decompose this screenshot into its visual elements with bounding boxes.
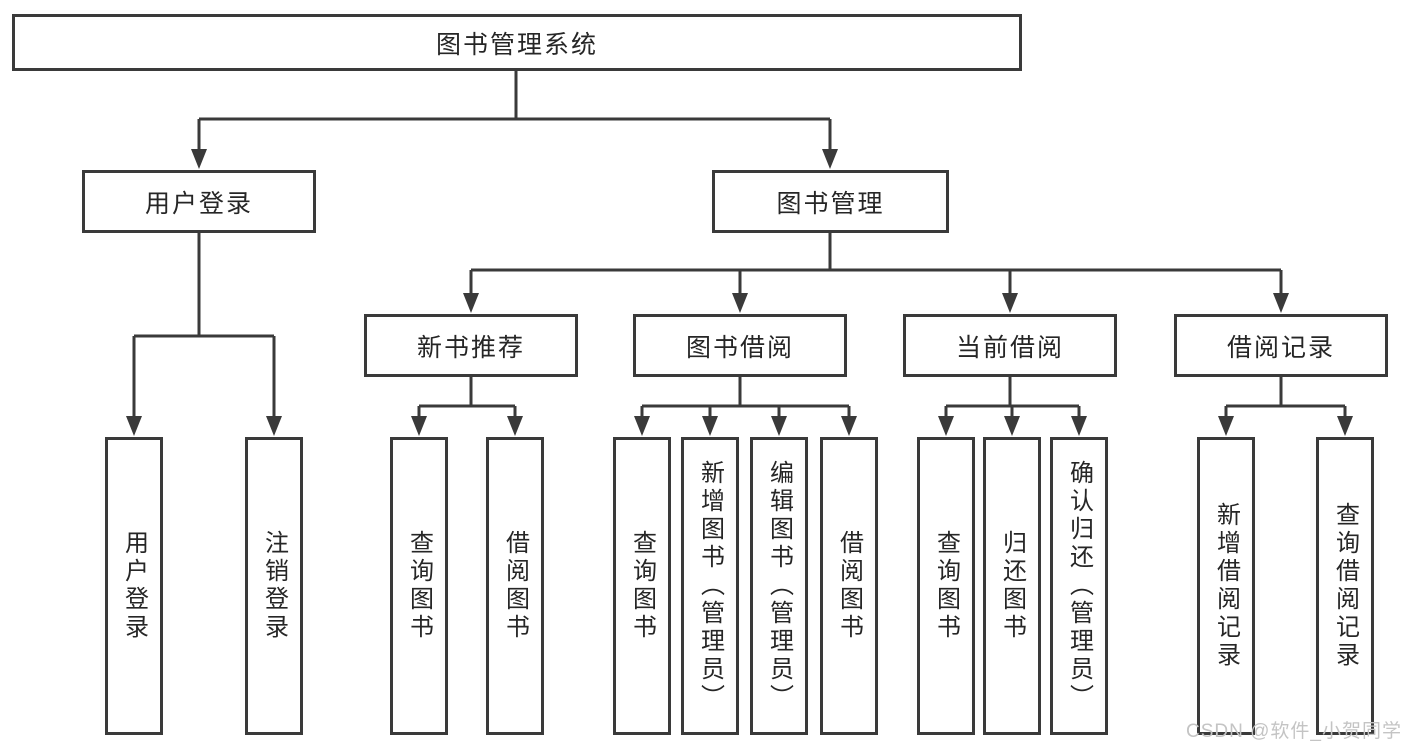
connector-borrow-records-to-leaves: [1218, 377, 1353, 436]
node-borrowing-records: 借阅记录: [1174, 314, 1388, 377]
node-book-management: 图书管理: [712, 170, 949, 233]
csdn-watermark: CSDN @软件_小贺同学: [1186, 721, 1402, 742]
leaf-newbooks-query-books: 查询图书: [390, 437, 448, 735]
connector-current-borrow-to-leaves: [938, 377, 1087, 436]
leaf-borrow-edit-books-admin: 编辑图书（管理员）: [750, 437, 808, 735]
node-root-library-system: 图书管理系统: [12, 14, 1022, 71]
leaf-current-confirm-return-admin: 确认归还（管理员）: [1050, 437, 1108, 735]
connector-book-borrow-to-leaves: [634, 377, 857, 436]
connector-book-mgmt-to-level3: [463, 233, 1289, 313]
connector-root-to-level2: [191, 71, 838, 169]
node-current-borrowing: 当前借阅: [903, 314, 1117, 377]
leaf-records-add-record: 新增借阅记录: [1197, 437, 1255, 735]
leaf-borrow-add-books-admin: 新增图书（管理员）: [681, 437, 739, 735]
leaf-current-query-books: 查询图书: [917, 437, 975, 735]
leaf-borrow-borrow-books: 借阅图书: [820, 437, 878, 735]
node-book-borrowing: 图书借阅: [633, 314, 847, 377]
leaf-records-query-record: 查询借阅记录: [1316, 437, 1374, 735]
leaf-user-login: 用户登录: [105, 437, 163, 735]
leaf-newbooks-borrow-books: 借阅图书: [486, 437, 544, 735]
node-user-login: 用户登录: [82, 170, 316, 233]
node-new-book-recommend: 新书推荐: [364, 314, 578, 377]
leaf-logout: 注销登录: [245, 437, 303, 735]
connector-new-books-to-leaves: [411, 377, 523, 436]
connector-user-login-to-leaves: [126, 233, 282, 436]
leaf-current-return-books: 归还图书: [983, 437, 1041, 735]
leaf-borrow-query-books: 查询图书: [613, 437, 671, 735]
